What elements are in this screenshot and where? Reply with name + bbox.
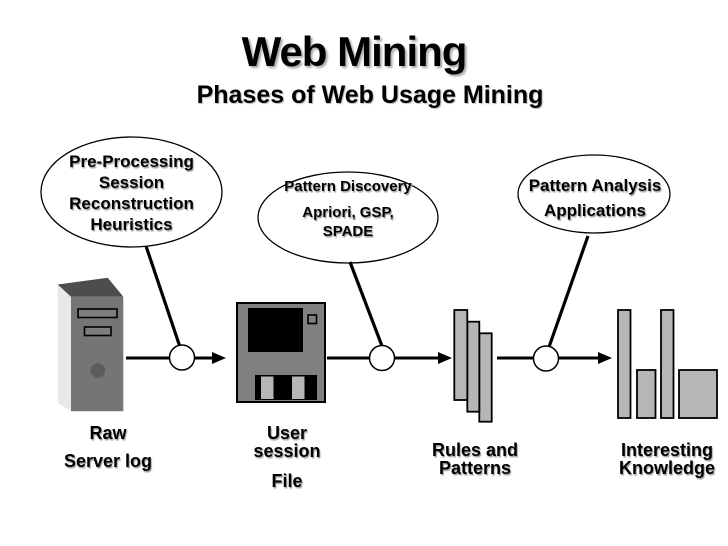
- callout-line-1: [144, 245, 182, 348]
- callout-line-text: Pre-Processing: [69, 152, 194, 171]
- junction-circle-3: [532, 345, 560, 372]
- floppy-write-protect-notch: [307, 314, 318, 325]
- layered-pages-icon: [453, 309, 493, 423]
- callout-ellipse-preprocessing: [40, 136, 223, 248]
- callout-pattern-analysis-text: Pattern Analysis Applications: [519, 173, 671, 223]
- page-middle: [466, 320, 481, 413]
- stage-label-line: Raw: [89, 423, 127, 443]
- callout-line-text: Pattern Analysis: [528, 176, 662, 195]
- stage-label-rules-patterns: Rules and Patterns: [402, 441, 548, 477]
- callout-line-text: Pattern Discovery: [284, 178, 412, 195]
- stage-label-user-session-file: User session File: [227, 424, 347, 490]
- bar-4: [678, 369, 718, 419]
- callout-line-text: SPADE: [322, 223, 374, 240]
- tower-side-face: [57, 284, 71, 411]
- bar-chart-icon: [617, 309, 718, 419]
- callout-line-text: Reconstruction: [69, 194, 194, 213]
- page-front: [453, 309, 469, 401]
- callout-pattern-discovery-text: Pattern Discovery Apriori, GSP, SPADE: [258, 177, 438, 241]
- page-subtitle: Phases of Web Usage Mining: [196, 81, 544, 109]
- stage-label-line: User: [266, 423, 308, 443]
- stage-label-line: Patterns: [438, 458, 512, 478]
- page-title: Web Mining: [241, 28, 468, 75]
- tower-power-button: [90, 363, 105, 378]
- callout-line-2: [348, 261, 384, 347]
- stage-label-line: Interesting: [620, 440, 713, 460]
- tower-top-face: [57, 277, 124, 297]
- callout-line-text: Heuristics: [90, 215, 173, 234]
- bar-3: [660, 309, 675, 419]
- floppy-disk-icon: [236, 302, 326, 403]
- callout-line-text: Apriori, GSP,: [302, 204, 394, 221]
- stage-label-line: File: [271, 471, 303, 491]
- bar-1: [617, 309, 632, 419]
- stage-label-line: session: [253, 441, 321, 461]
- callout-line-text: Applications: [543, 201, 646, 220]
- junction-circle-1: [168, 344, 196, 371]
- callout-preprocessing-text: Pre-Processing Session Reconstruction He…: [41, 151, 222, 235]
- stage-label-line: Rules and: [431, 440, 519, 460]
- bar-2: [636, 369, 657, 419]
- junction-circle-2: [368, 344, 396, 372]
- stage-label-line: Server log: [63, 451, 153, 471]
- stage-label-interesting-knowledge: Interesting Knowledge: [597, 441, 728, 477]
- callout-line-text: Session: [98, 173, 165, 192]
- callout-ellipse-pattern-analysis: [517, 154, 671, 234]
- server-tower-icon: [57, 277, 124, 412]
- floppy-label-stripe-2: [292, 376, 305, 399]
- floppy-label-stripe-1: [261, 376, 274, 399]
- stage-label-line: Knowledge: [618, 458, 715, 478]
- stage-label-raw-server-log: Raw Server log: [33, 424, 183, 470]
- callout-ellipse-pattern-discovery: [257, 171, 439, 264]
- page-back: [478, 332, 493, 423]
- floppy-shutter: [248, 308, 303, 352]
- tower-drive-slot-2: [83, 326, 112, 337]
- tower-drive-slot-1: [77, 308, 118, 319]
- callout-line-3: [547, 235, 590, 348]
